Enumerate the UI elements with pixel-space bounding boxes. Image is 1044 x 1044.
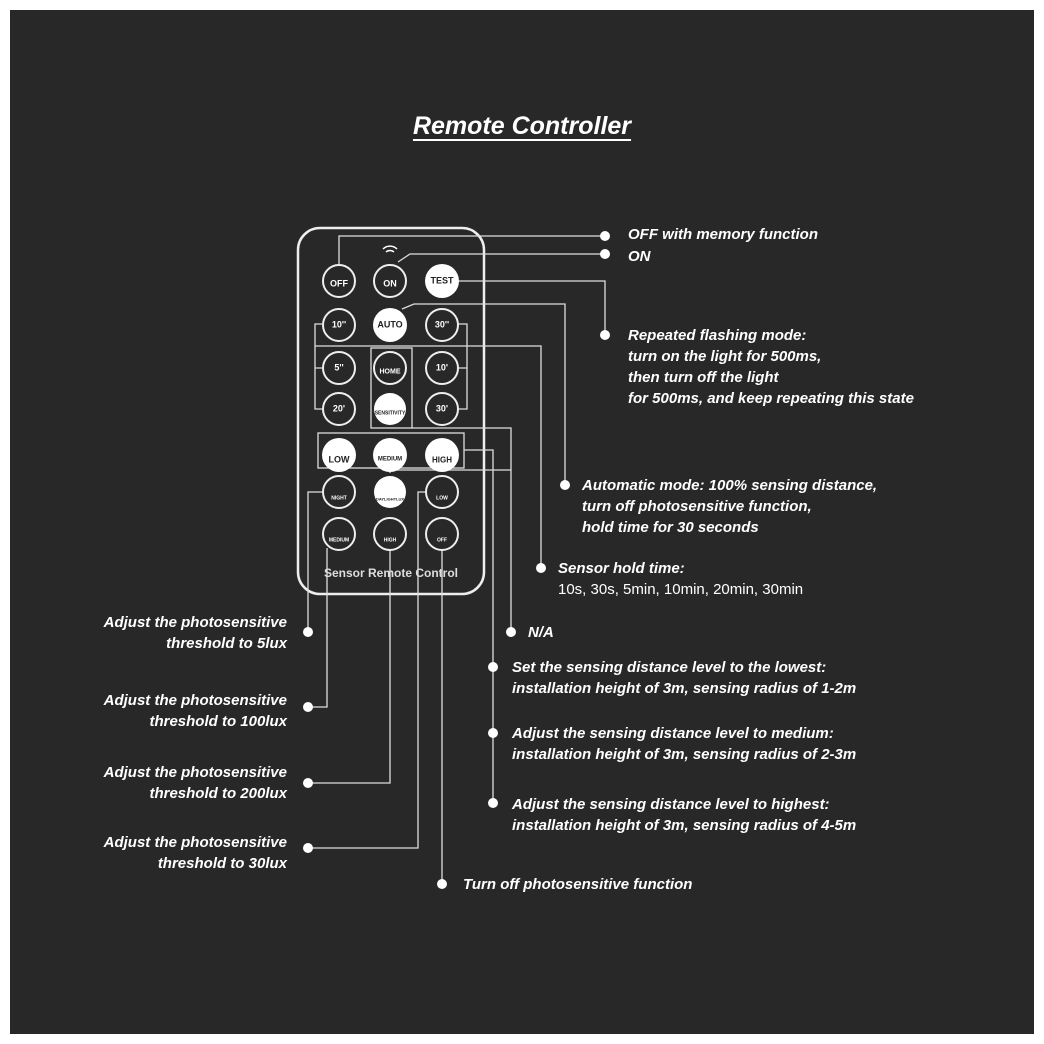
off-button[interactable]: OFF [330, 278, 348, 289]
10s-button[interactable]: 10'' [331, 319, 347, 330]
sun-off-button[interactable]: OFF [437, 537, 447, 544]
sensitivity-button[interactable]: SENSITIVITY [374, 410, 406, 417]
label-auto: Automatic mode: 100% sensing distance,tu… [582, 477, 878, 536]
night-button[interactable]: NIGHT [331, 495, 347, 502]
on-button[interactable]: ON [383, 278, 397, 289]
moon-low-button[interactable]: LOW [436, 495, 448, 502]
label-hold-time: Sensor hold time:10s, 30s, 5min, 10min, … [558, 560, 804, 598]
remote-body [296, 226, 486, 596]
20min-button[interactable]: 20' [332, 403, 346, 414]
high-button[interactable]: HIGH [432, 455, 452, 465]
auto-button[interactable]: AUTO [377, 319, 403, 330]
label-on: ON [628, 248, 651, 265]
5min-button[interactable]: 5'' [334, 362, 344, 373]
page-title: Remote Controller [412, 112, 632, 140]
30s-button[interactable]: 30'' [434, 319, 450, 330]
10min-button[interactable]: 10' [435, 362, 449, 373]
label-na: N/A [528, 624, 554, 641]
medium-button[interactable]: MEDIUM [377, 456, 403, 463]
background-panel [10, 10, 1034, 1034]
label-photo-off: Turn off photosensitive function [463, 876, 693, 893]
30min-button[interactable]: 30' [435, 403, 449, 414]
low-button[interactable]: LOW [328, 454, 350, 465]
label-test: Repeated flashing mode:turn on the light… [628, 327, 914, 407]
home-button[interactable]: HOME [379, 368, 401, 376]
test-button[interactable]: TEST [430, 275, 454, 286]
daylight-button[interactable]: DAYLIGHTLUX [375, 496, 405, 502]
label-off: OFF with memory function [628, 226, 818, 243]
remote-brand: Sensor Remote Control [323, 566, 458, 580]
label-high: Adjust the sensing distance level to hig… [512, 796, 857, 834]
moon-medium-button[interactable]: MEDIUM [328, 537, 350, 544]
label-medium: Adjust the sensing distance level to med… [512, 725, 857, 763]
label-low: Set the sensing distance level to the lo… [512, 659, 857, 697]
moon-high-button[interactable]: HIGH [383, 537, 397, 544]
